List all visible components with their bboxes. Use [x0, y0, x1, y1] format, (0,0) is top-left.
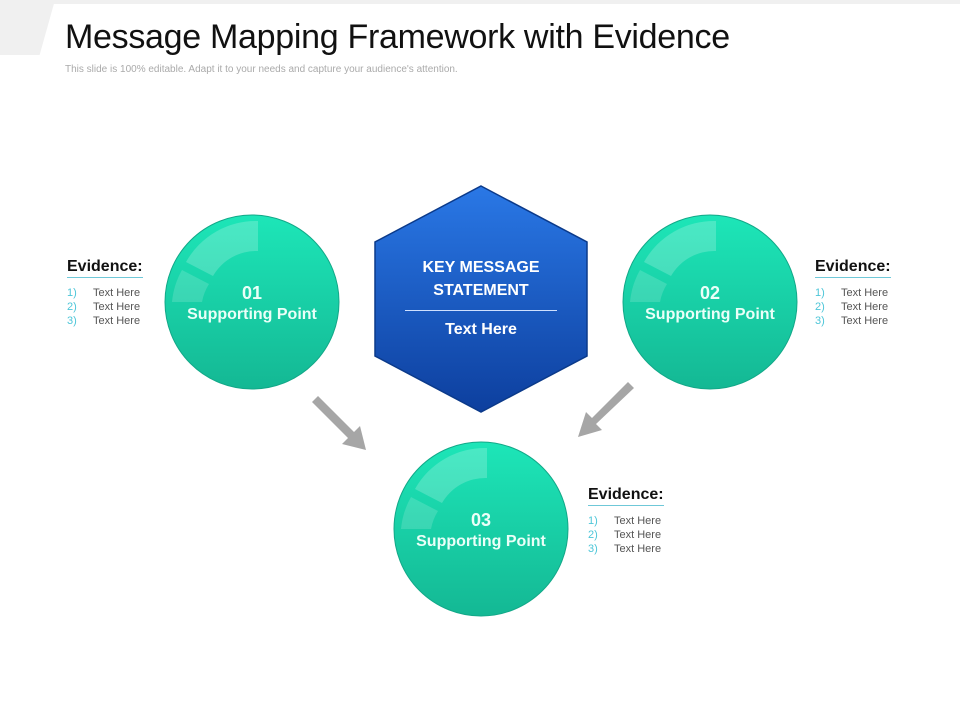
divider: [405, 310, 557, 311]
list-item: 1)Text Here: [67, 287, 141, 299]
key-message-line2: STATEMENT: [433, 282, 529, 299]
arrow-01-to-03: [312, 396, 366, 450]
evidence-01: Evidence: 1)Text Here 2)Text Here 3)Text…: [67, 258, 143, 328]
list-item: 1)Text Here: [588, 515, 662, 527]
circle-02: [622, 214, 798, 390]
point-number: 03: [470, 510, 492, 530]
list-item: 3)Text Here: [588, 543, 662, 555]
evidence-title: Evidence:: [815, 258, 891, 278]
evidence-title: Evidence:: [588, 486, 664, 506]
point-label: Supporting Point: [187, 306, 317, 323]
list-item: 2)Text Here: [815, 301, 889, 313]
evidence-title: Evidence:: [67, 258, 143, 278]
list-item: 1)Text Here: [815, 287, 889, 299]
key-message-text: KEY MESSAGE STATEMENT Text Here: [405, 256, 557, 339]
key-message-body: Text Here: [445, 321, 517, 338]
key-message-hexagon: [374, 185, 588, 413]
point-label: Supporting Point: [645, 306, 775, 323]
point-number: 01: [241, 283, 263, 303]
list-item: 3)Text Here: [815, 315, 889, 327]
circle-03: [393, 441, 569, 617]
circle-01: [164, 214, 340, 390]
point-01-label: 01 Supporting Point: [162, 283, 342, 324]
arrow-02-to-03: [578, 382, 634, 437]
point-label: Supporting Point: [416, 533, 546, 550]
list-item: 2)Text Here: [588, 529, 662, 541]
point-number: 02: [699, 283, 721, 303]
point-03-label: 03 Supporting Point: [391, 510, 571, 551]
page-subtitle: This slide is 100% editable. Adapt it to…: [65, 64, 458, 75]
page-title: Message Mapping Framework with Evidence: [65, 18, 730, 56]
evidence-02: Evidence: 1)Text Here 2)Text Here 3)Text…: [815, 258, 891, 328]
list-item: 3)Text Here: [67, 315, 141, 327]
key-message-line1: KEY MESSAGE: [422, 259, 540, 276]
point-02-label: 02 Supporting Point: [620, 283, 800, 324]
evidence-03: Evidence: 1)Text Here 2)Text Here 3)Text…: [588, 486, 664, 556]
list-item: 2)Text Here: [67, 301, 141, 313]
top-bar: [0, 0, 960, 4]
